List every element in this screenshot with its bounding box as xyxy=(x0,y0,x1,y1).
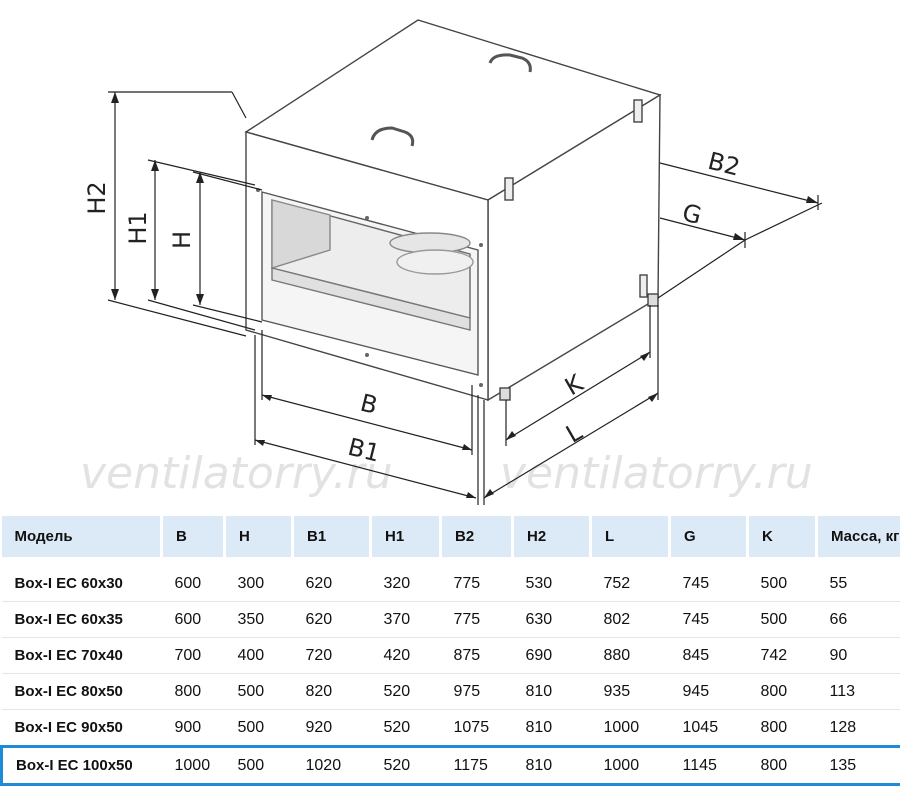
table-row: Box-I EC 60x35 600 350 620 370 775 630 8… xyxy=(2,602,900,638)
cell-mass: 128 xyxy=(817,710,900,747)
dim-label-h1: H1 xyxy=(124,211,152,244)
cell-h: 350 xyxy=(225,602,293,638)
header-h: H xyxy=(225,516,293,557)
header-h1: H1 xyxy=(371,516,441,557)
cell-b: 1000 xyxy=(162,747,225,785)
header-b: B xyxy=(162,516,225,557)
cell-k: 742 xyxy=(748,638,817,674)
cell-b2: 775 xyxy=(441,602,513,638)
cell-h2: 690 xyxy=(513,638,591,674)
cell-g: 745 xyxy=(670,566,748,602)
cell-g: 1145 xyxy=(670,747,748,785)
cell-h: 500 xyxy=(225,747,293,785)
header-g: G xyxy=(670,516,748,557)
dim-label-b: B xyxy=(358,389,381,420)
cell-h1: 420 xyxy=(371,638,441,674)
cell-b2: 1175 xyxy=(441,747,513,785)
table-row: Box-I EC 60x30 600 300 620 320 775 530 7… xyxy=(2,566,900,602)
cell-h1: 320 xyxy=(371,566,441,602)
cell-b: 600 xyxy=(162,602,225,638)
cell-b: 800 xyxy=(162,674,225,710)
cell-mass: 135 xyxy=(817,747,900,785)
cell-l: 1000 xyxy=(591,710,670,747)
specifications-table-container: Модель B H B1 H1 B2 H2 L G K Масса, кг B… xyxy=(0,516,900,785)
cell-mass: 113 xyxy=(817,674,900,710)
cell-l: 1000 xyxy=(591,747,670,785)
cell-b: 900 xyxy=(162,710,225,747)
cell-l: 802 xyxy=(591,602,670,638)
fan-box-illustration xyxy=(246,20,660,400)
cell-g: 745 xyxy=(670,602,748,638)
cell-g: 945 xyxy=(670,674,748,710)
cell-b2: 875 xyxy=(441,638,513,674)
table-row-highlighted: Box-I EC 100x50 1000 500 1020 520 1175 8… xyxy=(2,747,900,785)
cell-h: 500 xyxy=(225,710,293,747)
table-row: Box-I EC 90x50 900 500 920 520 1075 810 … xyxy=(2,710,900,747)
cell-model: Box-I EC 60x35 xyxy=(2,602,162,638)
specifications-table: Модель B H B1 H1 B2 H2 L G K Масса, кг B… xyxy=(0,516,900,786)
cell-mass: 90 xyxy=(817,638,900,674)
cell-h2: 810 xyxy=(513,674,591,710)
cell-h1: 520 xyxy=(371,710,441,747)
cell-b: 700 xyxy=(162,638,225,674)
header-h2: H2 xyxy=(513,516,591,557)
cell-b1: 620 xyxy=(293,602,371,638)
cell-b: 600 xyxy=(162,566,225,602)
header-l: L xyxy=(591,516,670,557)
cell-h: 300 xyxy=(225,566,293,602)
dim-label-h2: H2 xyxy=(83,181,111,214)
table-row: Box-I EC 80x50 800 500 820 520 975 810 9… xyxy=(2,674,900,710)
cell-b2: 1075 xyxy=(441,710,513,747)
cell-b1: 820 xyxy=(293,674,371,710)
cell-k: 800 xyxy=(748,710,817,747)
header-b2: B2 xyxy=(441,516,513,557)
cell-l: 752 xyxy=(591,566,670,602)
cell-b1: 920 xyxy=(293,710,371,747)
cell-h1: 520 xyxy=(371,674,441,710)
cell-h2: 810 xyxy=(513,710,591,747)
cell-l: 880 xyxy=(591,638,670,674)
cell-h2: 810 xyxy=(513,747,591,785)
cell-g: 845 xyxy=(670,638,748,674)
cell-h2: 530 xyxy=(513,566,591,602)
header-mass: Масса, кг xyxy=(817,516,900,557)
cell-h2: 630 xyxy=(513,602,591,638)
header-model: Модель xyxy=(2,516,162,557)
dim-label-h: H xyxy=(168,231,196,249)
cell-k: 500 xyxy=(748,566,817,602)
cell-b2: 975 xyxy=(441,674,513,710)
cell-k: 800 xyxy=(748,747,817,785)
cell-mass: 55 xyxy=(817,566,900,602)
cell-mass: 66 xyxy=(817,602,900,638)
watermark-right: ventilatorry.ru xyxy=(500,448,813,499)
table-row: Box-I EC 70x40 700 400 720 420 875 690 8… xyxy=(2,638,900,674)
cell-b1: 620 xyxy=(293,566,371,602)
cell-k: 800 xyxy=(748,674,817,710)
cell-b1: 720 xyxy=(293,638,371,674)
header-b1: B1 xyxy=(293,516,371,557)
dim-label-k: K xyxy=(560,368,589,401)
cell-h1: 520 xyxy=(371,747,441,785)
cell-h1: 370 xyxy=(371,602,441,638)
technical-drawing: ventilatorry.ru ventilatorry.ru xyxy=(0,0,900,510)
header-k: K xyxy=(748,516,817,557)
dim-label-l: L xyxy=(561,417,587,448)
cell-model: Box-I EC 70x40 xyxy=(2,638,162,674)
cell-model: Box-I EC 80x50 xyxy=(2,674,162,710)
cell-model: Box-I EC 100x50 xyxy=(2,747,162,785)
cell-b2: 775 xyxy=(441,566,513,602)
cell-model: Box-I EC 90x50 xyxy=(2,710,162,747)
cell-b1: 1020 xyxy=(293,747,371,785)
cell-h: 500 xyxy=(225,674,293,710)
dim-label-g: G xyxy=(680,198,705,230)
cell-model: Box-I EC 60x30 xyxy=(2,566,162,602)
cell-h: 400 xyxy=(225,638,293,674)
cell-l: 935 xyxy=(591,674,670,710)
cell-k: 500 xyxy=(748,602,817,638)
table-header-row: Модель B H B1 H1 B2 H2 L G K Масса, кг xyxy=(2,516,900,557)
cell-g: 1045 xyxy=(670,710,748,747)
